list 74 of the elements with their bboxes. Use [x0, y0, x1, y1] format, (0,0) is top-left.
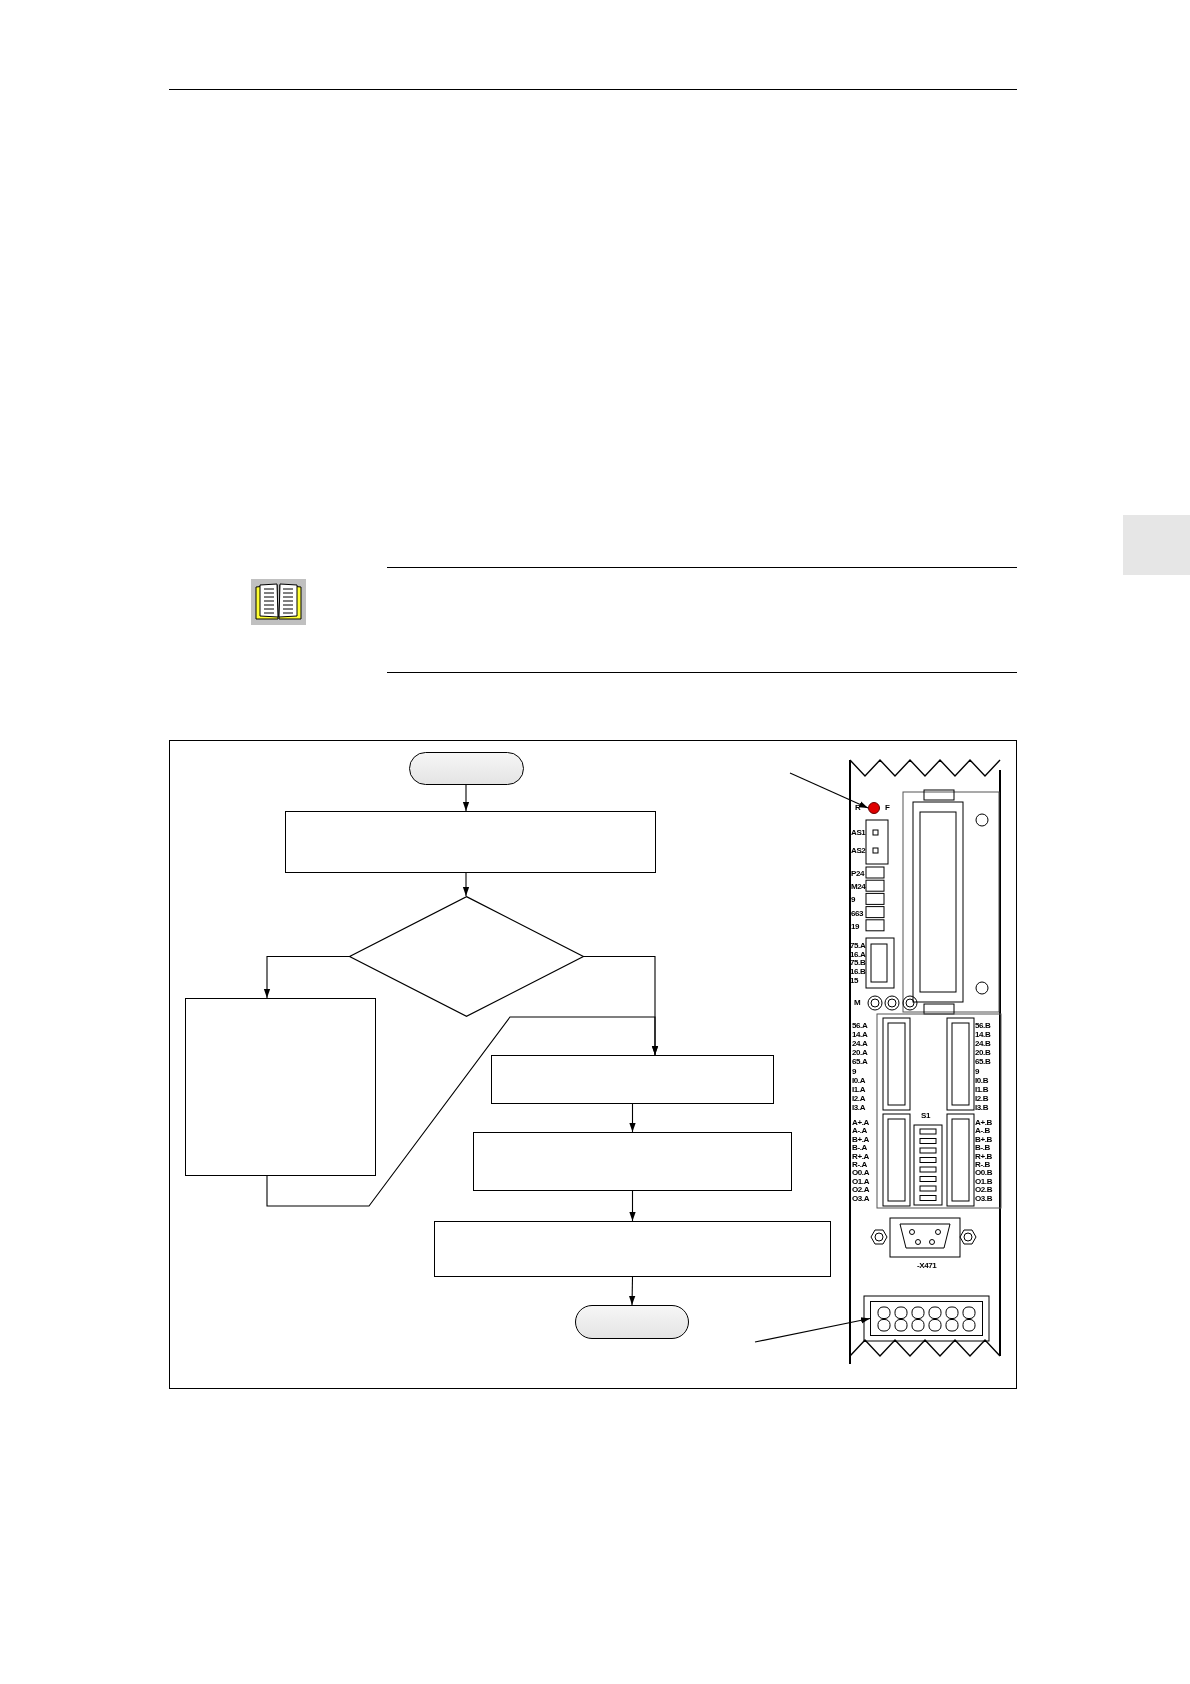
terminal-label: O2.A [852, 1186, 870, 1195]
terminal-label: 65.A [852, 1058, 868, 1067]
terminal-label: O1.B [975, 1177, 993, 1186]
process-box [473, 1132, 792, 1191]
process-box [285, 811, 656, 873]
terminal-label: O3.A [852, 1194, 870, 1203]
flow-arrow [263, 955, 350, 999]
led-indicator [868, 802, 880, 814]
terminal-label: 24.A [852, 1040, 868, 1049]
terminal-label: B-.B [975, 1144, 990, 1153]
seven-segment-display [870, 1301, 983, 1336]
terminal-label: I2.A [852, 1094, 866, 1103]
terminal-label: I2.B [975, 1094, 989, 1103]
terminal-label: 14.A [852, 1031, 868, 1040]
leader-arrow [754, 1317, 871, 1343]
terminal-label: 56.A [852, 1022, 868, 1030]
process-box [434, 1221, 831, 1277]
terminal-shape [409, 752, 524, 785]
terminal-label: I3.B [975, 1103, 989, 1112]
decision-diamond [349, 896, 584, 1017]
terminal-label: I1.A [852, 1085, 866, 1094]
terminal-label: AS2 [851, 847, 866, 855]
terminal-label: A+.A [852, 1119, 869, 1127]
terminal-label: O1.A [852, 1177, 870, 1186]
leader-arrow [789, 772, 869, 809]
terminal-label: I0.A [852, 1076, 866, 1085]
terminal-label: R+.A [852, 1152, 869, 1161]
terminal-label: 75.A [850, 942, 866, 950]
terminal-label: 16.B [850, 968, 866, 977]
terminal-label: P24 [851, 870, 865, 878]
terminal-label: 9 [852, 1067, 857, 1076]
terminal-label: -X471 [917, 1262, 937, 1270]
terminal-shape [575, 1305, 689, 1339]
terminal-label: AS1 [851, 829, 866, 837]
terminal-label: O3.B [975, 1194, 993, 1203]
terminal-label: I1.B [975, 1085, 989, 1094]
terminal-label: A+.B [975, 1119, 992, 1127]
terminal-label: I0.B [975, 1076, 989, 1085]
terminal-label: S1 [921, 1112, 930, 1120]
process-box [491, 1055, 774, 1104]
terminal-label: R-.B [975, 1161, 990, 1169]
flow-arrow [266, 1016, 659, 1207]
terminal-label: 14.B [975, 1031, 991, 1040]
terminal-label: 56.B [975, 1022, 991, 1030]
terminal-label: 19 [851, 922, 860, 931]
flow-arrow [462, 872, 470, 897]
terminal-label: R-.A [852, 1161, 867, 1169]
terminal-label: O0.A [852, 1169, 870, 1178]
terminal-label: B-.A [852, 1144, 867, 1153]
terminal-label: 15 [850, 976, 859, 985]
terminal-label: A-.A [852, 1127, 867, 1136]
terminal-label: O0.B [975, 1169, 993, 1178]
terminal-label: 20.A [852, 1049, 868, 1058]
flow-arrow [629, 1103, 636, 1133]
terminal-label: M [854, 999, 861, 1007]
terminal-label: O2.B [975, 1186, 993, 1195]
terminal-label: 663 [851, 909, 864, 918]
terminal-label: I3.A [852, 1103, 866, 1112]
flow-arrow [629, 1190, 636, 1222]
terminal-label: 24.B [975, 1040, 991, 1049]
terminal-label: A-.B [975, 1127, 990, 1136]
terminal-label: 9 [975, 1067, 980, 1076]
terminal-label: 65.B [975, 1058, 991, 1067]
terminal-label: 75.B [850, 959, 866, 968]
terminal-label: 9 [851, 896, 856, 905]
terminal-label: R+.B [975, 1152, 992, 1161]
terminal-label: 16.A [850, 950, 866, 959]
terminal-label: 20.B [975, 1049, 991, 1058]
terminal-label: M24 [851, 883, 866, 892]
flow-arrow [462, 784, 470, 812]
process-box [185, 998, 376, 1176]
terminal-label: B+.B [975, 1135, 992, 1144]
terminal-label: B+.A [852, 1135, 869, 1144]
flow-arrow [629, 1276, 636, 1306]
